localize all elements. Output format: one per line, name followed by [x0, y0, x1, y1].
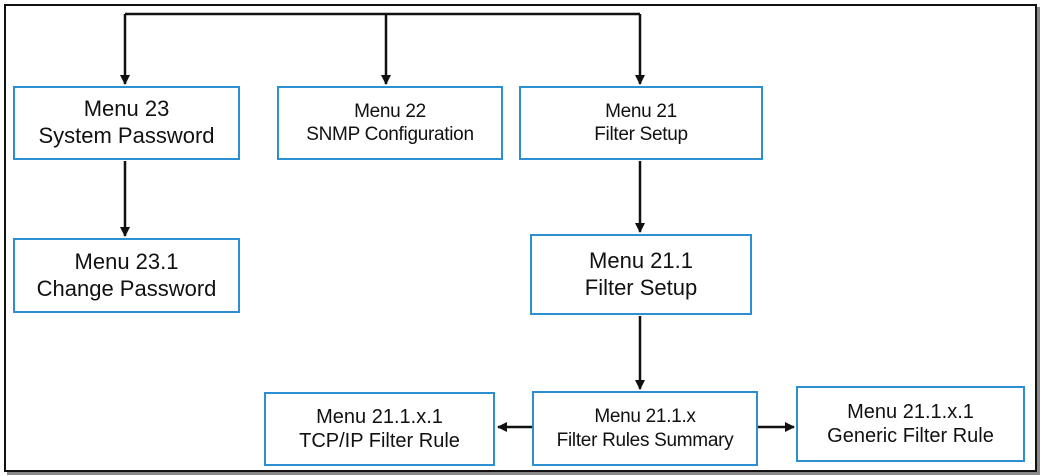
menu-21-number: Menu 21	[605, 100, 677, 122]
menu-22-title: SNMP Configuration	[306, 124, 474, 145]
menu-21-1-x-title: Filter Rules Summary	[556, 429, 734, 451]
generic-filter-rule-number: Menu 21.1.x.1	[847, 400, 974, 423]
generic-filter-rule-box: Menu 21.1.x.1 Generic Filter Rule	[796, 386, 1025, 462]
menu-21-title: Filter Setup	[594, 124, 688, 145]
generic-filter-rule-title: Generic Filter Rule	[827, 425, 994, 447]
menu-23-1-number: Menu 23.1	[74, 248, 179, 274]
menu-23-number: Menu 23	[83, 96, 170, 122]
menu-21-1-x-box: Menu 21.1.x Filter Rules Summary	[532, 391, 758, 466]
menu-22-box: Menu 22 SNMP Configuration	[277, 86, 503, 160]
menu-23-box: Menu 23 System Password	[13, 86, 240, 160]
menu-23-1-title: Change Password	[36, 275, 217, 301]
menu-23-1-box: Menu 23.1 Change Password	[13, 238, 240, 313]
tcpip-filter-rule-box: Menu 21.1.x.1 TCP/IP Filter Rule	[264, 392, 495, 466]
menu-23-title: System Password	[38, 123, 215, 148]
tcpip-filter-rule-title: TCP/IP Filter Rule	[299, 430, 460, 452]
menu-21-1-title: Filter Setup	[584, 274, 698, 300]
menu-21-1-number: Menu 21.1	[589, 247, 693, 273]
tcpip-filter-rule-number: Menu 21.1.x.1	[316, 405, 443, 428]
menu-21-box: Menu 21 Filter Setup	[519, 86, 763, 160]
menu-21-1-box: Menu 21.1 Filter Setup	[530, 234, 752, 315]
menu-22-number: Menu 22	[354, 100, 426, 122]
menu-21-1-x-number: Menu 21.1.x	[594, 406, 696, 428]
